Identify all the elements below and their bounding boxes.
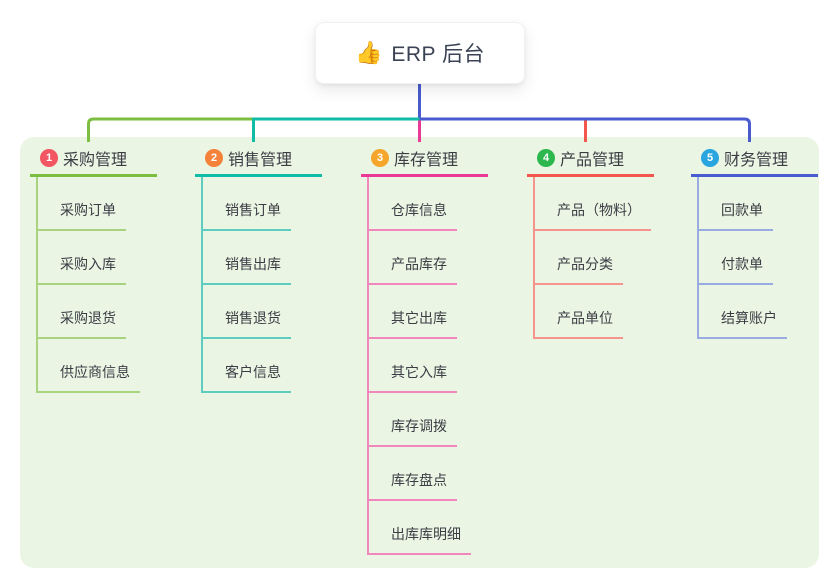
branch-number-badge: 4 bbox=[537, 149, 555, 167]
leaf-node[interactable]: 采购退货 bbox=[38, 285, 126, 339]
branch-node-finance[interactable]: 5 财务管理 bbox=[691, 142, 818, 177]
branch-children: 采购订单 采购入库 采购退货 供应商信息 bbox=[36, 177, 157, 393]
branch-children: 回款单 付款单 结算账户 bbox=[697, 177, 818, 339]
branches-panel bbox=[20, 137, 819, 568]
leaf-node[interactable]: 销售订单 bbox=[203, 177, 291, 231]
branch-node-purchase[interactable]: 1 采购管理 bbox=[30, 142, 157, 177]
leaf-label: 付款单 bbox=[721, 256, 763, 272]
branch-node-product[interactable]: 4 产品管理 bbox=[527, 142, 654, 177]
branch-number-badge: 5 bbox=[701, 149, 719, 167]
leaf-label: 采购入库 bbox=[60, 256, 116, 272]
leaf-label: 库存盘点 bbox=[391, 472, 447, 488]
leaf-label: 其它出库 bbox=[391, 310, 447, 326]
leaf-node[interactable]: 产品分类 bbox=[535, 231, 623, 285]
branch-number-badge: 1 bbox=[40, 149, 58, 167]
leaf-node[interactable]: 库存调拨 bbox=[369, 393, 457, 447]
leaf-node[interactable]: 回款单 bbox=[699, 177, 773, 231]
leaf-label: 其它入库 bbox=[391, 364, 447, 380]
leaf-node[interactable]: 客户信息 bbox=[203, 339, 291, 393]
leaf-node[interactable]: 其它出库 bbox=[369, 285, 457, 339]
leaf-label: 产品单位 bbox=[557, 310, 613, 326]
root-node[interactable]: 👍 ERP 后台 bbox=[315, 22, 525, 84]
leaf-node[interactable]: 仓库信息 bbox=[369, 177, 457, 231]
root-node-label: ERP 后台 bbox=[391, 43, 486, 66]
leaf-label: 销售订单 bbox=[225, 202, 281, 218]
branch-node-sales[interactable]: 2 销售管理 bbox=[195, 142, 322, 177]
leaf-label: 结算账户 bbox=[721, 310, 777, 326]
leaf-label: 销售出库 bbox=[225, 256, 281, 272]
branch-finance: 5 财务管理 回款单 付款单 结算账户 bbox=[691, 142, 818, 339]
branch-label: 库存管理 bbox=[394, 152, 459, 169]
branch-label: 销售管理 bbox=[228, 152, 293, 169]
leaf-node[interactable]: 销售退货 bbox=[203, 285, 291, 339]
leaf-node[interactable]: 产品（物料） bbox=[535, 177, 651, 231]
branch-children: 产品（物料） 产品分类 产品单位 bbox=[533, 177, 654, 339]
leaf-label: 产品（物料） bbox=[557, 202, 641, 218]
leaf-node[interactable]: 付款单 bbox=[699, 231, 773, 285]
branch-sales: 2 销售管理 销售订单 销售出库 销售退货 客户信息 bbox=[195, 142, 322, 393]
leaf-label: 产品分类 bbox=[557, 256, 613, 272]
leaf-label: 采购订单 bbox=[60, 202, 116, 218]
leaf-node[interactable]: 产品库存 bbox=[369, 231, 457, 285]
branch-label: 财务管理 bbox=[724, 152, 789, 169]
leaf-node[interactable]: 结算账户 bbox=[699, 285, 787, 339]
leaf-node[interactable]: 采购入库 bbox=[38, 231, 126, 285]
leaf-node[interactable]: 销售出库 bbox=[203, 231, 291, 285]
branch-node-inventory[interactable]: 3 库存管理 bbox=[361, 142, 488, 177]
branch-inventory: 3 库存管理 仓库信息 产品库存 其它出库 其它入库 库存调拨 库存盘点 出库库… bbox=[361, 142, 488, 555]
thumbs-up-icon: 👍 bbox=[354, 40, 383, 65]
branch-label: 产品管理 bbox=[560, 152, 625, 169]
branch-number-badge: 2 bbox=[205, 149, 223, 167]
leaf-node[interactable]: 其它入库 bbox=[369, 339, 457, 393]
leaf-label: 库存调拨 bbox=[391, 418, 447, 434]
leaf-node[interactable]: 出库库明细 bbox=[369, 501, 471, 555]
leaf-node[interactable]: 库存盘点 bbox=[369, 447, 457, 501]
leaf-label: 出库库明细 bbox=[391, 526, 461, 542]
leaf-label: 回款单 bbox=[721, 202, 763, 218]
branch-purchase: 1 采购管理 采购订单 采购入库 采购退货 供应商信息 bbox=[30, 142, 157, 393]
branch-number-badge: 3 bbox=[371, 149, 389, 167]
leaf-node[interactable]: 供应商信息 bbox=[38, 339, 140, 393]
leaf-label: 销售退货 bbox=[225, 310, 281, 326]
leaf-label: 产品库存 bbox=[391, 256, 447, 272]
branch-children: 销售订单 销售出库 销售退货 客户信息 bbox=[201, 177, 322, 393]
branch-label: 采购管理 bbox=[63, 152, 128, 169]
leaf-label: 采购退货 bbox=[60, 310, 116, 326]
leaf-node[interactable]: 产品单位 bbox=[535, 285, 623, 339]
leaf-label: 仓库信息 bbox=[391, 202, 447, 218]
branch-children: 仓库信息 产品库存 其它出库 其它入库 库存调拨 库存盘点 出库库明细 bbox=[367, 177, 488, 555]
leaf-label: 供应商信息 bbox=[60, 364, 130, 380]
leaf-label: 客户信息 bbox=[225, 364, 281, 380]
branch-product: 4 产品管理 产品（物料） 产品分类 产品单位 bbox=[527, 142, 654, 339]
leaf-node[interactable]: 采购订单 bbox=[38, 177, 126, 231]
